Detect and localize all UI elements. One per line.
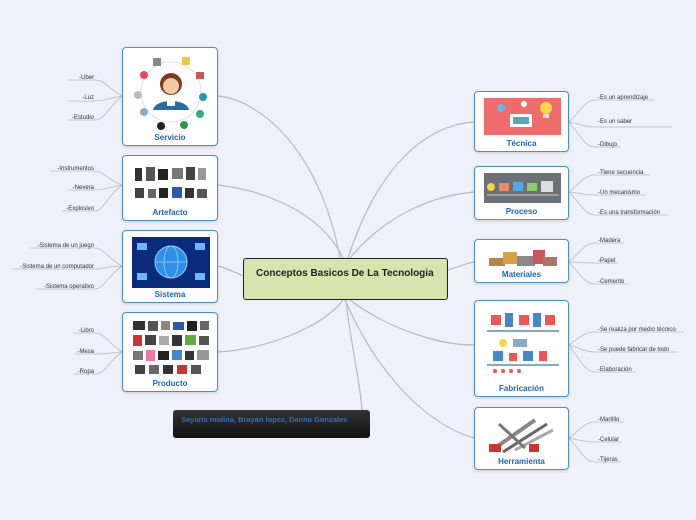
leaf-servicio-2[interactable]: -Estudio xyxy=(71,115,94,121)
central-topic[interactable]: Conceptos Basicos De La Tecnologia xyxy=(243,258,448,300)
tools-illustration xyxy=(489,418,554,454)
leaf-herramienta-0[interactable]: -Martillo xyxy=(598,417,620,423)
leaf-servicio-0[interactable]: -Uber xyxy=(78,75,94,81)
support-agent-illustration xyxy=(134,57,207,130)
node-label: Herramienta xyxy=(498,457,545,466)
leaf-proceso-0[interactable]: -Tiene secuencia xyxy=(598,170,644,176)
leaf-materiales-1[interactable]: -Papel xyxy=(598,258,616,264)
leaf-artefacto-2[interactable]: -Explosivo xyxy=(66,206,94,212)
leaf-producto-0[interactable]: -Libro xyxy=(78,328,94,334)
node-herramienta[interactable]: Herramienta xyxy=(474,407,569,470)
leaf-tecnica-2[interactable]: -Dibujo xyxy=(598,142,618,148)
node-fabricacion[interactable]: Fabricación xyxy=(474,300,569,397)
leaf-tecnica-1[interactable]: -Es un saber xyxy=(598,119,633,125)
node-servicio[interactable]: Servicio xyxy=(122,47,218,146)
node-proceso[interactable]: Proceso xyxy=(474,166,569,220)
leaf-producto-1[interactable]: -Mesa xyxy=(77,349,94,355)
node-producto[interactable]: Producto xyxy=(122,312,218,392)
leaf-herramienta-1[interactable]: -Celular xyxy=(598,437,620,443)
node-label: Producto xyxy=(152,379,188,388)
leaf-fabricacion-1[interactable]: -Se puede fabricar de todo xyxy=(598,347,670,353)
leaf-materiales-0[interactable]: -Madera xyxy=(598,238,621,244)
node-tecnica[interactable]: Técnica xyxy=(474,91,569,152)
node-label: Proceso xyxy=(505,207,538,216)
node-label: Materiales xyxy=(501,270,542,279)
gadgets-illustration xyxy=(135,167,207,198)
leaf-fabricacion-2[interactable]: -Elaboración xyxy=(598,367,632,373)
node-sistema[interactable]: Sistema xyxy=(122,230,218,303)
leaf-artefacto-1[interactable]: -Nevera xyxy=(72,185,94,191)
node-artefacto[interactable]: Artefacto xyxy=(122,155,218,221)
node-materiales[interactable]: Materiales xyxy=(474,239,569,283)
node-label: Servicio xyxy=(154,133,186,142)
leaf-sistema-0[interactable]: -Sistema de un juego xyxy=(37,243,94,249)
leaf-fabricacion-0[interactable]: -Se realiza por medio técnico xyxy=(598,327,676,333)
lightbulb-idea-illustration xyxy=(484,98,561,135)
leaf-artefacto-0[interactable]: -Instrumentos xyxy=(57,166,94,172)
node-label: Sistema xyxy=(154,290,186,299)
products-collage xyxy=(133,321,209,374)
node-label: Artefacto xyxy=(152,208,188,217)
leaf-proceso-2[interactable]: -Es una transformación xyxy=(598,210,661,216)
node-label: Técnica xyxy=(506,139,537,148)
leaf-materiales-2[interactable]: -Cemento xyxy=(598,279,625,285)
materials-pile-illustration xyxy=(489,250,557,266)
leaf-servicio-1[interactable]: -Luz xyxy=(82,95,94,101)
leaf-proceso-1[interactable]: -Un mecanismo xyxy=(598,190,641,196)
node-label: Fabricación xyxy=(499,384,544,393)
leaf-sistema-1[interactable]: -Sistema de un computador xyxy=(20,264,94,270)
leaf-sistema-2[interactable]: -Sistema operativo xyxy=(43,284,94,290)
leaf-tecnica-0[interactable]: -Es un aprendizaje xyxy=(598,95,649,101)
leaf-herramienta-2[interactable]: -Tijeras xyxy=(598,457,618,463)
authors-note[interactable]: Sayaris molina, Brayan lopez, Danna Gonz… xyxy=(173,410,370,438)
network-globe-illustration xyxy=(132,237,210,288)
process-conveyor-illustration xyxy=(484,173,561,203)
leaf-producto-2[interactable]: -Ropa xyxy=(77,369,94,375)
factory-robots-illustration xyxy=(487,313,559,373)
